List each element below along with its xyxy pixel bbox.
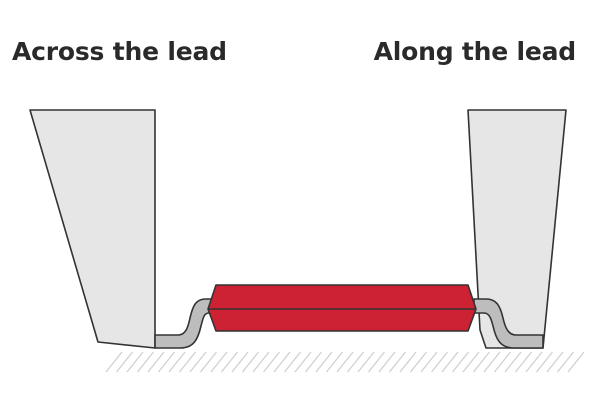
hatch-line (441, 351, 459, 373)
hatch-line (357, 351, 375, 373)
hatch-line (315, 351, 333, 373)
hatch-line (451, 351, 470, 373)
hatch-line (157, 351, 176, 373)
hatch-line (462, 351, 480, 373)
hatch-line (252, 351, 270, 373)
component-body (207, 284, 477, 332)
hatch-line (262, 351, 281, 373)
left-lead (154, 298, 217, 349)
hatch-line (567, 351, 585, 373)
hatch-line (115, 351, 134, 373)
hatch-line (493, 351, 512, 373)
hatch-line (210, 351, 228, 373)
hatch-line (136, 351, 155, 373)
hatch-line (199, 351, 218, 373)
hatch-line (472, 351, 491, 373)
hatch-line (504, 351, 522, 373)
hatch-line (430, 351, 449, 373)
hatch-line (525, 351, 543, 373)
hatch-line (409, 351, 428, 373)
hatch-line (367, 351, 386, 373)
across-the-lead-label: Across the lead (12, 37, 227, 66)
hatch-line (535, 351, 554, 373)
along-the-lead-label: Along the lead (373, 37, 577, 66)
hatch-line (126, 351, 144, 373)
hatch-line (336, 351, 354, 373)
board-surface-hatching (105, 351, 585, 373)
hatch-line (241, 351, 260, 373)
hatch-line (168, 351, 186, 373)
hatch-line (283, 351, 302, 373)
hatch-line (546, 351, 564, 373)
hatch-line (399, 351, 417, 373)
hatch-line (304, 351, 323, 373)
hatch-line (378, 351, 396, 373)
hatch-line (346, 351, 365, 373)
hatch-line (388, 351, 407, 373)
left-probe (29, 109, 156, 349)
hatch-line (325, 351, 344, 373)
hatch-line (231, 351, 249, 373)
hatch-line (294, 351, 312, 373)
hatch-line (178, 351, 197, 373)
hatch-line (105, 351, 123, 373)
hatch-line (514, 351, 533, 373)
hatch-line (273, 351, 291, 373)
hatch-line (556, 351, 575, 373)
hatch-line (220, 351, 239, 373)
right-lead (473, 298, 544, 349)
hatch-line (189, 351, 207, 373)
hatch-line (483, 351, 501, 373)
hatch-line (147, 351, 165, 373)
hatch-line (420, 351, 438, 373)
